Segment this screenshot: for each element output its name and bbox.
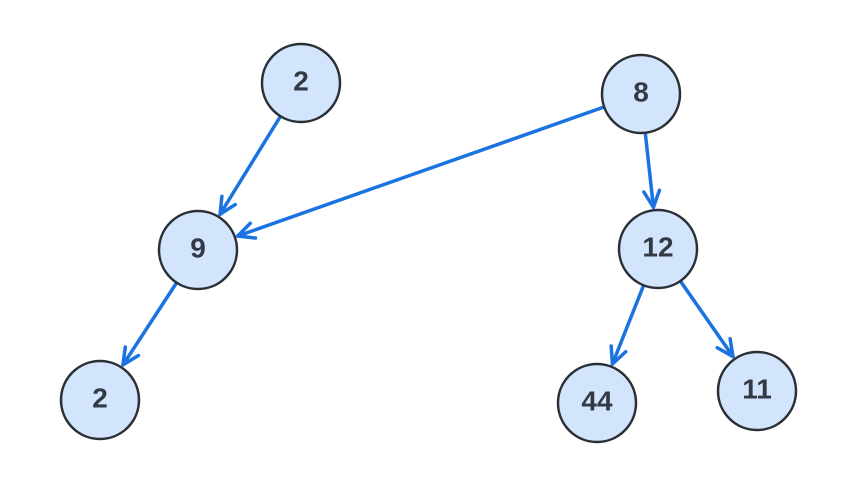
- edge-line: [679, 280, 735, 359]
- node-e: 2: [59, 359, 141, 441]
- arrow-head-icon: [121, 345, 141, 367]
- node-circle: [600, 53, 682, 135]
- node-b: 8: [600, 53, 682, 135]
- edge-line: [235, 105, 606, 238]
- edge-d-g: [679, 280, 735, 359]
- edge-a-c: [218, 115, 282, 217]
- node-circle: [556, 362, 638, 444]
- node-circle: [59, 359, 141, 441]
- arrow-head-icon: [642, 188, 662, 210]
- node-c: 9: [157, 209, 239, 291]
- arrow-head-icon: [218, 194, 237, 217]
- edge-line: [218, 115, 282, 217]
- edge-b-d: [642, 132, 662, 210]
- node-label: 12: [642, 232, 673, 263]
- edge-d-f: [609, 284, 646, 366]
- edge-line: [121, 281, 178, 367]
- node-circle: [260, 42, 342, 124]
- node-circle: [617, 208, 699, 290]
- node-label: 8: [633, 77, 649, 108]
- arrow-head-icon: [609, 344, 628, 366]
- node-circle: [716, 350, 798, 432]
- node-label: 9: [190, 233, 206, 264]
- nodes-layer: 2 8 9 12 2 44 11: [59, 42, 798, 444]
- node-circle: [157, 209, 239, 291]
- edge-line: [643, 132, 656, 210]
- edge-b-c: [235, 105, 606, 240]
- node-label: 44: [581, 386, 613, 417]
- edges-layer: [121, 105, 735, 367]
- node-a: 2: [260, 42, 342, 124]
- node-g: 11: [716, 350, 798, 432]
- edge-c-e: [121, 281, 178, 367]
- node-label: 2: [293, 66, 309, 97]
- node-f: 44: [556, 362, 638, 444]
- node-label: 11: [742, 374, 772, 405]
- node-label: 2: [92, 383, 108, 414]
- arrow-head-icon: [715, 337, 735, 359]
- arrow-head-icon: [235, 221, 258, 240]
- node-d: 12: [617, 208, 699, 290]
- edge-line: [610, 284, 646, 366]
